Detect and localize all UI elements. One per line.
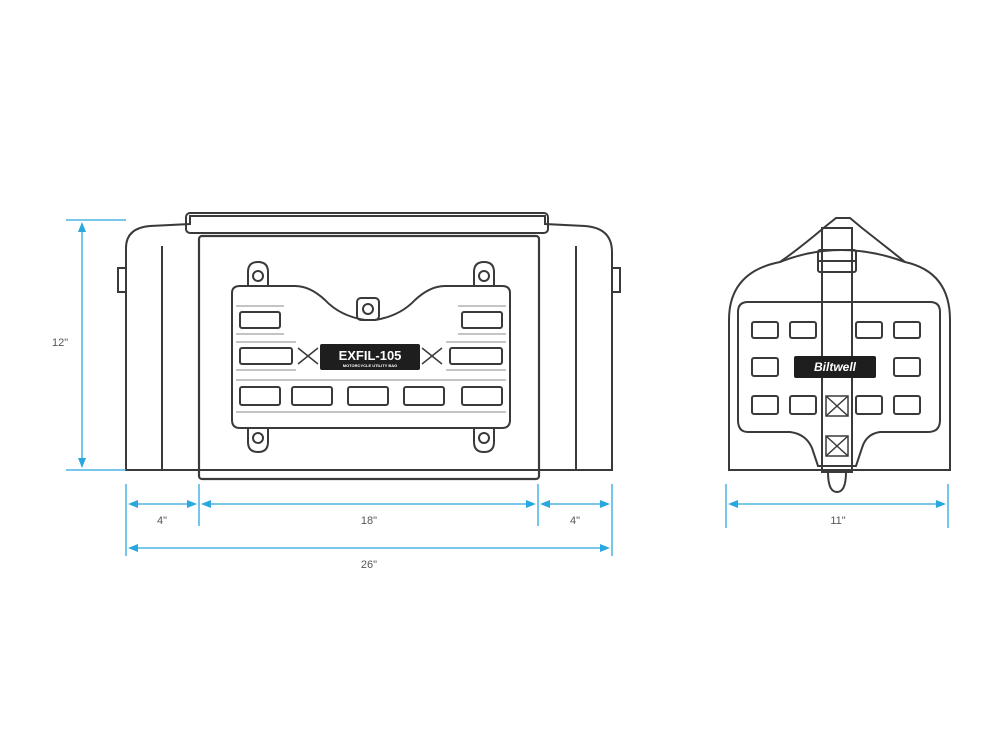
right-section-dimension: [540, 500, 610, 508]
molle-loop: [461, 311, 503, 329]
molle-loop: [403, 386, 445, 406]
molle-loop: [239, 386, 281, 406]
side-d-ring: [827, 471, 847, 494]
d-ring-mount-top-left: [247, 260, 269, 286]
side-width-dimension: [725, 484, 949, 528]
center-section-dimension-label: 18": [361, 515, 377, 527]
left-section-dimension-label: 4": [157, 515, 167, 527]
x-stitch-right: [421, 347, 443, 365]
height-dimension: [66, 219, 126, 471]
molle-loop: [893, 395, 921, 415]
d-ring-mount-bottom-left: [247, 428, 269, 454]
biltwell-badge: Biltwell: [794, 356, 876, 378]
side-molle-panel: [737, 301, 941, 467]
molle-loop: [751, 357, 779, 377]
front-center-panel: [197, 234, 541, 481]
height-dimension-label: 12": [52, 337, 68, 349]
exfil-badge-sublabel: MOTORCYCLE UTILITY BAG: [343, 363, 398, 368]
molle-loop: [461, 386, 503, 406]
molle-loop: [789, 395, 817, 415]
molle-loop: [347, 386, 389, 406]
side-vertical-strap: [821, 227, 853, 473]
exfil-badge: EXFIL-105 MOTORCYCLE UTILITY BAG: [320, 344, 420, 370]
molle-loop: [751, 321, 779, 339]
front-top-handle: [185, 212, 549, 234]
left-section-dimension: [128, 500, 197, 508]
biltwell-badge-label: Biltwell: [814, 360, 857, 374]
molle-loop: [855, 395, 883, 415]
total-width-dimension-label: 26": [361, 559, 377, 571]
molle-loop: [449, 347, 503, 365]
molle-loop: [291, 386, 333, 406]
exfil-badge-label: EXFIL-105: [339, 348, 402, 363]
side-bag-body: [728, 217, 951, 471]
molle-loop: [789, 321, 817, 339]
front-molle-panel: [231, 285, 511, 429]
molle-loop: [239, 311, 281, 329]
front-bag-body: [125, 215, 613, 471]
right-section-dimension-label: 4": [570, 515, 580, 527]
molle-loop: [751, 395, 779, 415]
d-ring-mount-top-right: [473, 260, 495, 286]
side-view: [728, 217, 951, 494]
front-center-lock-icon: [356, 297, 380, 321]
total-width-dimension: [128, 544, 610, 552]
dimension-lines: [66, 219, 949, 556]
d-ring-mount-bottom-right: [473, 428, 495, 454]
front-view: [117, 212, 621, 481]
molle-stitching: [236, 305, 506, 413]
molle-loop: [893, 357, 921, 377]
molle-loop: [239, 347, 293, 365]
molle-loop: [893, 321, 921, 339]
side-width-dimension-label: 11": [830, 515, 845, 527]
left-strap-bump: [117, 267, 126, 293]
molle-loop: [855, 321, 883, 339]
center-section-dimension: [201, 500, 536, 508]
right-strap-bump: [612, 267, 621, 293]
strap-x-stitch: [825, 395, 849, 457]
x-stitch-left: [297, 347, 319, 365]
